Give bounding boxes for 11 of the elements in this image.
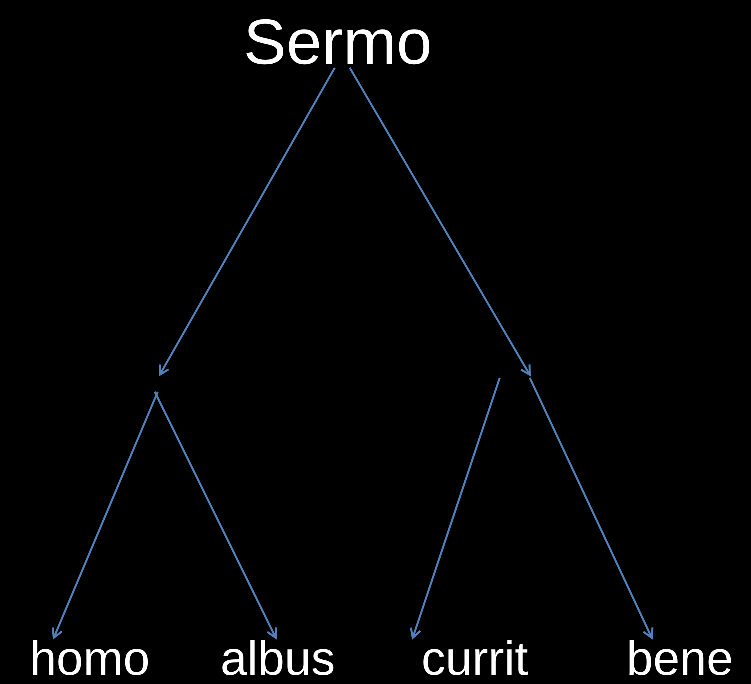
arrow — [529, 378, 654, 639]
arrow — [159, 68, 336, 376]
arrow — [349, 68, 531, 376]
root-word: Sermo — [244, 10, 432, 74]
leaf-word: albus — [220, 636, 336, 684]
arrow — [154, 392, 278, 639]
leaf-word: currit — [422, 636, 528, 684]
leaf-word: bene — [626, 636, 734, 684]
arrow — [52, 392, 159, 639]
leaf-word: homo — [30, 636, 150, 684]
arrow — [410, 378, 501, 639]
